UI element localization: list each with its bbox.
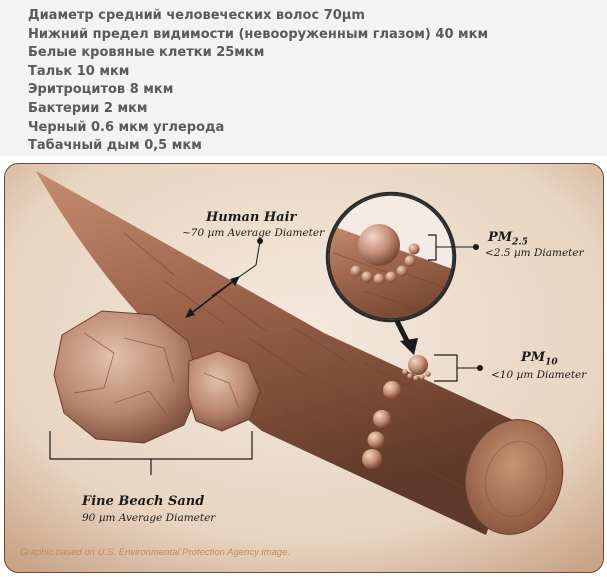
particle-size-diagram: Human Hair ~70 µm Average Diameter PM2.5… bbox=[4, 163, 604, 573]
pm10-title: PM10 bbox=[521, 350, 558, 368]
diagram-artwork bbox=[4, 163, 604, 573]
hair-leader-dot bbox=[257, 238, 263, 244]
hair-leader-line bbox=[211, 240, 261, 297]
pm10-subtitle: <10 µm Diameter bbox=[491, 369, 587, 381]
info-line-red-blood-cells: Эритроцитов 8 мкм bbox=[28, 82, 174, 98]
pm25-subtitle: <2.5 µm Diameter bbox=[485, 247, 584, 259]
magnifier-pointer-head bbox=[400, 338, 418, 355]
sand-title: Fine Beach Sand bbox=[82, 494, 205, 509]
pm10-title-main: PM bbox=[521, 350, 546, 365]
hair-cross-section-core bbox=[484, 441, 548, 517]
hair-cross-section bbox=[464, 419, 564, 535]
hair-arrow-head-bottom bbox=[185, 308, 195, 318]
hair-texture bbox=[123, 232, 495, 489]
info-line-talc: Тальк 10 мкм bbox=[28, 63, 130, 79]
sand-subtitle: 90 µm Average Diameter bbox=[82, 512, 216, 524]
info-lines: Диаметр средний человеческих волос 70μm … bbox=[28, 7, 488, 156]
info-line-hair: Диаметр средний человеческих волос 70μm bbox=[28, 8, 365, 23]
info-line-bacteria: Бактерии 2 мкм bbox=[28, 100, 148, 116]
info-line-tobacco-smoke: Табачный дым 0,5 мкм bbox=[28, 138, 202, 154]
pm10-leader-dot bbox=[477, 365, 483, 371]
source-credit: Graphic based on U.S. Environmental Prot… bbox=[20, 547, 291, 558]
info-text-block: Диаметр средний человеческих волос 70μm … bbox=[0, 0, 607, 156]
magnifier bbox=[325, 191, 457, 323]
pm10-particles bbox=[362, 355, 431, 469]
magnifier-pointer bbox=[394, 319, 411, 345]
pm25-title-main: PM bbox=[488, 230, 513, 245]
pm25-title: PM2.5 bbox=[488, 230, 528, 248]
info-line-white-blood-cells: Белые кровяные клетки 25мкм bbox=[28, 45, 265, 61]
hair-title: Human Hair bbox=[206, 210, 297, 225]
sand-grain bbox=[53, 310, 261, 444]
hair-subtitle: ~70 µm Average Diameter bbox=[182, 227, 325, 239]
pm25-leader-dot bbox=[473, 244, 479, 250]
pm25-title-sub: 2.5 bbox=[512, 237, 528, 248]
info-line-carbon-black: Черный 0.6 мкм углерода bbox=[28, 119, 225, 135]
info-line-visibility: Нижний предел видимости (невооруженным г… bbox=[28, 26, 489, 42]
pm10-title-sub: 10 bbox=[545, 357, 558, 368]
